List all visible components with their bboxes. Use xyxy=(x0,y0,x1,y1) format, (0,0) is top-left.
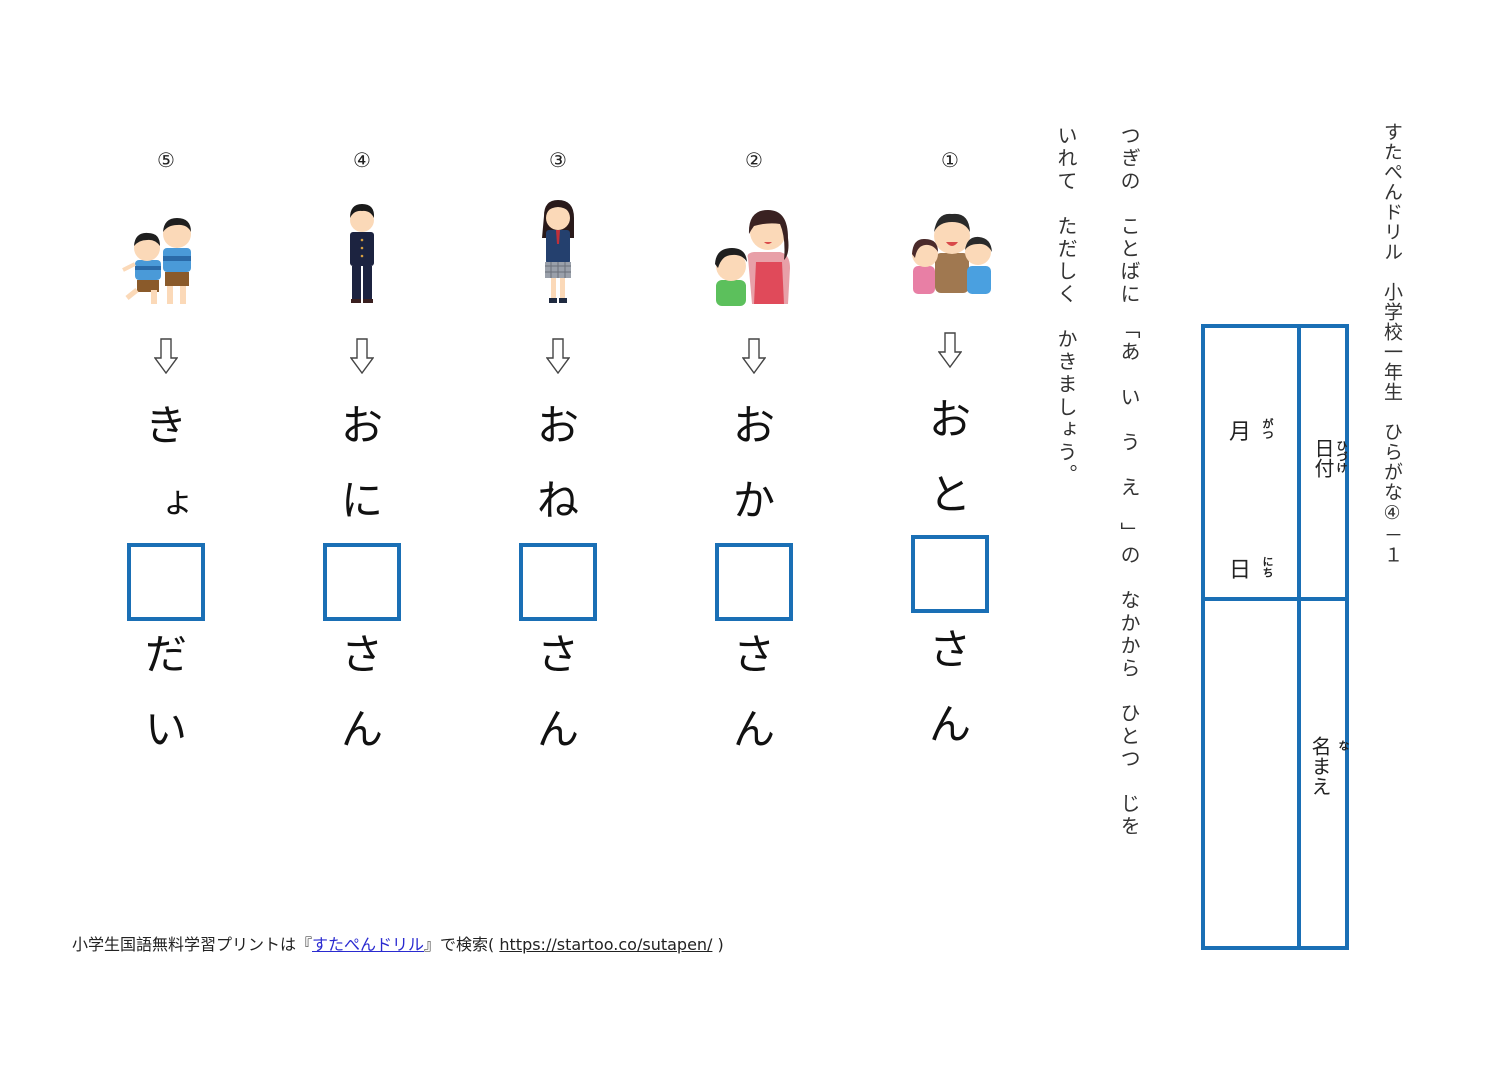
word-char: さ xyxy=(732,630,775,679)
mother-child-illustration-icon xyxy=(714,198,794,310)
down-arrow-icon xyxy=(741,338,767,375)
question-number: ② xyxy=(745,148,763,172)
word-char: ん xyxy=(536,705,579,754)
word-char: に xyxy=(340,476,383,525)
word-char: ょ xyxy=(161,481,195,521)
word-char: お xyxy=(340,401,383,450)
table-divider-vertical xyxy=(1297,328,1301,946)
question-number: ① xyxy=(941,148,959,172)
family-illustration-icon xyxy=(910,198,992,310)
word-char: と xyxy=(928,470,971,519)
word-char: だ xyxy=(144,630,187,679)
date-name-table: 日付 ひづけ 月 がつ 日 にち 名まえ な xyxy=(1201,324,1350,950)
word-char: さ xyxy=(340,630,383,679)
question-2: ② お か さ ん xyxy=(694,140,814,780)
date-input-area[interactable]: 月 がつ 日 にち xyxy=(1205,328,1297,597)
month-label: 月 xyxy=(1229,420,1252,445)
question-number: ⑤ xyxy=(157,148,175,172)
day-ruby: にち xyxy=(1261,556,1274,578)
worksheet-title: すたぺんドリル 小学校一年生 ひらがな④－１ xyxy=(1381,122,1403,565)
question-number: ③ xyxy=(549,148,567,172)
answer-box[interactable] xyxy=(127,543,205,621)
name-input-area[interactable] xyxy=(1205,601,1297,946)
schoolboy-illustration-icon xyxy=(322,198,402,310)
word-char: い xyxy=(144,705,187,754)
word-char: お xyxy=(928,395,971,444)
down-arrow-icon xyxy=(153,338,179,375)
question-3: ③ お ね さ ん xyxy=(498,140,618,780)
day-label: 日 xyxy=(1229,558,1252,583)
answer-box[interactable] xyxy=(911,535,989,613)
word-char: ん xyxy=(928,700,971,749)
answer-box[interactable] xyxy=(323,543,401,621)
answer-box[interactable] xyxy=(519,543,597,621)
word-char: さ xyxy=(536,630,579,679)
footer-text: 小学生国語無料学習プリントは『すたぺんドリル』で検索( https://star… xyxy=(72,931,724,955)
question-1: ① お と さ ん xyxy=(890,140,1010,780)
word-char: ん xyxy=(732,705,775,754)
website-url-link[interactable]: https://startoo.co/sutapen/ xyxy=(499,935,713,954)
word-char: さ xyxy=(928,625,971,674)
word-char: か xyxy=(732,476,775,525)
down-arrow-icon xyxy=(937,332,963,369)
date-label: 日付 xyxy=(1311,438,1335,478)
down-arrow-icon xyxy=(545,338,571,375)
month-ruby: がつ xyxy=(1261,418,1274,440)
answer-box[interactable] xyxy=(715,543,793,621)
sutapen-drill-link[interactable]: すたぺんドリル xyxy=(312,935,425,954)
instruction-line-1: つぎの ことばに 「あ い う え 」の なかから ひとつ じを xyxy=(1117,125,1141,839)
word-char: お xyxy=(732,401,775,450)
word-char: ね xyxy=(536,476,579,525)
name-label: 名まえ xyxy=(1308,736,1332,796)
name-ruby: な xyxy=(1337,740,1350,751)
brothers-illustration-icon xyxy=(122,198,206,310)
word-char: き xyxy=(144,401,187,450)
date-ruby: ひづけ xyxy=(1335,440,1348,473)
question-4: ④ お に さ ん xyxy=(302,140,422,780)
instruction-line-2: いれて ただしく かきましょう。 xyxy=(1054,125,1078,487)
table-divider-horizontal xyxy=(1205,597,1345,601)
word-char: お xyxy=(536,401,579,450)
footer-suffix: ) xyxy=(717,935,724,954)
question-number: ④ xyxy=(353,148,371,172)
word-char: ん xyxy=(340,705,383,754)
footer-middle: 』で検索( xyxy=(424,935,495,954)
schoolgirl-illustration-icon xyxy=(518,198,598,310)
down-arrow-icon xyxy=(349,338,375,375)
footer-prefix: 小学生国語無料学習プリントは『 xyxy=(72,935,313,954)
question-5: ⑤ き ょ だ い xyxy=(106,140,226,780)
